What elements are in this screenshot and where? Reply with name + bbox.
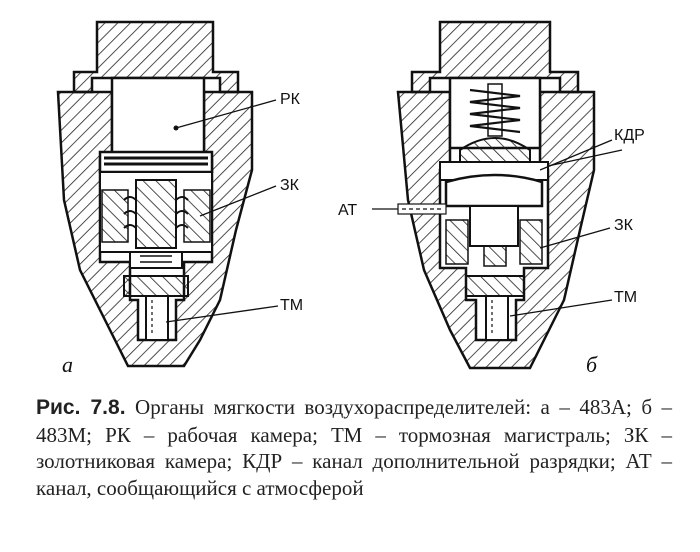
label-kdr-b: КДР — [614, 127, 645, 144]
label-at-b: АТ — [338, 202, 357, 219]
label-rk-a: РК — [280, 91, 301, 108]
figure-caption: Рис. 7.8. Органы мягкости воздухораспред… — [36, 394, 672, 501]
panel-a-drawing — [56, 20, 279, 368]
label-zk-a: ЗК — [280, 177, 300, 194]
panel-b-drawing — [372, 20, 623, 370]
label-tm-a: ТМ — [280, 297, 303, 314]
panel-a-sublabel: а — [62, 352, 73, 377]
caption-prefix: Рис. 7.8. — [36, 396, 126, 419]
label-tm-b: ТМ — [614, 289, 637, 306]
label-zk-b: ЗК — [614, 217, 634, 234]
panel-b-sublabel: б — [586, 352, 598, 377]
caption-text: Органы мягкости воздухораспределителей: … — [36, 395, 672, 500]
figure-diagram: РК ЗК ТМ а КДР АТ ЗК — [56, 20, 645, 377]
